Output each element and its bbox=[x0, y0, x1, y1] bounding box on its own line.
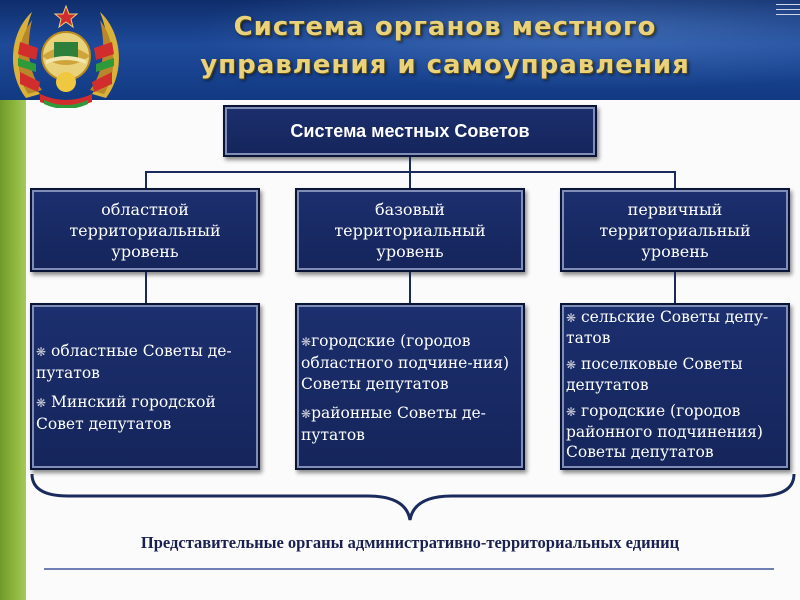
level-basic-line-2: территориальный bbox=[334, 220, 486, 240]
slide-title-line-1: Система органов местного bbox=[233, 12, 657, 42]
slide-title: Система органов местного управления и са… bbox=[140, 8, 750, 84]
detail-basic-item: ❋городские (городов областного подчине-н… bbox=[301, 331, 519, 395]
level-basic: базовый территориальный уровень bbox=[295, 188, 525, 272]
level-regional-line-3: уровень bbox=[111, 241, 179, 261]
level-basic-line-3: уровень bbox=[376, 241, 444, 261]
level-primary: первичный территориальный уровень bbox=[560, 188, 790, 272]
bullet-icon: ❋ bbox=[566, 405, 577, 419]
level-regional-line-2: территориальный bbox=[69, 220, 221, 240]
detail-basic-item-text: городские (городов областного подчине-ни… bbox=[301, 332, 510, 393]
detail-regional-item: ❋ областные Советы де-путатов bbox=[36, 341, 254, 384]
detail-primary-item-text: сельские Советы депу-татов bbox=[566, 308, 769, 347]
diagram-footer-caption: Представительные органы административно-… bbox=[140, 533, 680, 552]
level-regional: областной территориальный уровень bbox=[30, 188, 260, 272]
level-primary-line-2: территориальный bbox=[599, 220, 751, 240]
detail-primary-item: ❋ поселковые Советы депутатов bbox=[566, 354, 784, 395]
connector-level-3 bbox=[674, 171, 676, 188]
detail-regional-item-text: Минский городской Совет депутатов bbox=[36, 393, 216, 433]
level-regional-line-1: областной bbox=[101, 199, 189, 219]
bullet-icon: ❋ bbox=[566, 358, 577, 372]
detail-primary: ❋ сельские Советы депу-татов ❋ поселковы… bbox=[560, 303, 790, 470]
detail-primary-item-text: поселковые Советы депутатов bbox=[566, 355, 743, 394]
level-basic-line-1: базовый bbox=[375, 199, 445, 219]
slide-title-line-2: управления и самоуправления bbox=[200, 50, 690, 80]
curly-brace bbox=[30, 473, 796, 521]
detail-basic: ❋городские (городов областного подчине-н… bbox=[295, 303, 525, 470]
detail-regional-item: ❋ Минский городской Совет депутатов bbox=[36, 392, 254, 435]
footer-rule bbox=[44, 568, 774, 570]
bullet-icon: ❋ bbox=[301, 335, 312, 349]
bullet-icon: ❋ bbox=[566, 311, 577, 325]
header-corner-lines bbox=[776, 0, 800, 22]
connector-root-down bbox=[409, 157, 411, 172]
left-decor-strip bbox=[0, 0, 26, 600]
detail-primary-item-text: городские (городов районного подчинения)… bbox=[566, 402, 763, 461]
state-emblem-icon bbox=[13, 4, 119, 108]
level-primary-line-1: первичный bbox=[627, 199, 723, 219]
level-primary-line-3: уровень bbox=[641, 241, 709, 261]
detail-regional: ❋ областные Советы де-путатов ❋ Минский … bbox=[30, 303, 260, 470]
bullet-icon: ❋ bbox=[36, 345, 47, 359]
connector-detail-2 bbox=[409, 272, 411, 303]
connector-detail-1 bbox=[145, 272, 147, 303]
bullet-icon: ❋ bbox=[301, 407, 312, 421]
slide-header: Система органов местного управления и са… bbox=[0, 0, 800, 100]
header-shine bbox=[120, 0, 800, 100]
detail-primary-item: ❋ городские (городов районного подчинени… bbox=[566, 401, 784, 462]
detail-basic-item: ❋районные Советы де-путатов bbox=[301, 403, 519, 446]
root-node-local-councils: Система местных Советов bbox=[223, 105, 597, 157]
connector-level-2 bbox=[409, 171, 411, 188]
connector-detail-3 bbox=[674, 272, 676, 303]
detail-regional-item-text: областные Советы де-путатов bbox=[36, 342, 232, 382]
detail-basic-item-text: районные Советы де-путатов bbox=[301, 404, 486, 444]
connector-level-1 bbox=[145, 171, 147, 188]
detail-primary-item: ❋ сельские Советы депу-татов bbox=[566, 307, 784, 348]
bullet-icon: ❋ bbox=[36, 396, 47, 410]
